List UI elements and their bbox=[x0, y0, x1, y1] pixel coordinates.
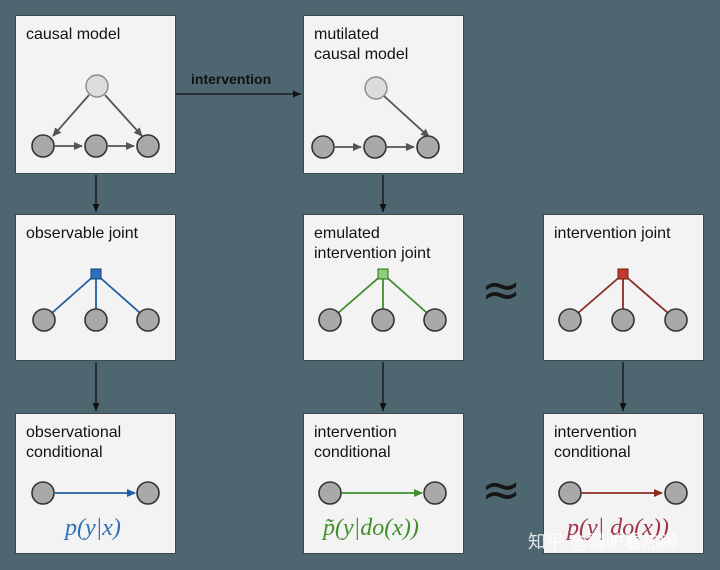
node-y bbox=[136, 134, 160, 158]
card-observable-joint: observable joint bbox=[15, 214, 176, 361]
edge-z-to-y bbox=[104, 94, 143, 137]
node-x-mutilated bbox=[311, 135, 335, 159]
card-title-observable-joint: observable joint bbox=[26, 225, 139, 242]
observable-joint-graph bbox=[32, 268, 160, 332]
node-confounder bbox=[85, 74, 109, 98]
card-title-mutilated-causal-model: mutilated causal model bbox=[314, 26, 409, 63]
card-title-observational-conditional: observational conditional bbox=[26, 424, 122, 461]
node-m bbox=[84, 134, 108, 158]
formula-observational: p(y|x) bbox=[65, 515, 121, 541]
node-confounder-mutilated bbox=[364, 76, 388, 100]
intervention-conditional-graph bbox=[558, 481, 688, 505]
mutilated-model-graph bbox=[311, 76, 440, 159]
intervention-label: intervention bbox=[191, 71, 272, 87]
card-title-causal-model: causal model bbox=[26, 26, 121, 43]
factor-square-green bbox=[377, 268, 389, 280]
node-m-mutilated bbox=[363, 135, 387, 159]
observational-conditional-graph bbox=[31, 481, 160, 505]
approx-symbol-joint: ≈ bbox=[481, 262, 522, 318]
node-y-mutilated bbox=[416, 135, 440, 159]
factor-square-blue bbox=[90, 268, 102, 280]
card-title-intervention-conditional-mid: intervention conditional bbox=[314, 424, 397, 461]
approx-symbol-conditional: ≈ bbox=[481, 462, 522, 518]
card-title-intervention-conditional-right: intervention conditional bbox=[554, 424, 637, 461]
watermark: 知乎 @骑驴看热闹 bbox=[528, 532, 678, 553]
factor-square-red bbox=[617, 268, 629, 280]
edge-z-to-y-mutilated bbox=[383, 95, 430, 138]
formula-intervention: p(y| do(x)) bbox=[567, 515, 669, 541]
emulated-conditional-graph bbox=[318, 481, 447, 505]
edge-z-to-x bbox=[52, 94, 90, 137]
emulated-joint-graph bbox=[318, 268, 447, 332]
card-connectors bbox=[92, 90, 627, 411]
formula-emulated: p̃(y|do(x)) bbox=[323, 515, 419, 541]
card-title-emulated-intervention-joint: emulated intervention joint bbox=[314, 225, 431, 262]
causal-model-graph bbox=[31, 74, 160, 158]
card-title-intervention-joint: intervention joint bbox=[554, 225, 671, 242]
intervention-joint-graph bbox=[558, 268, 688, 332]
node-x bbox=[31, 134, 55, 158]
